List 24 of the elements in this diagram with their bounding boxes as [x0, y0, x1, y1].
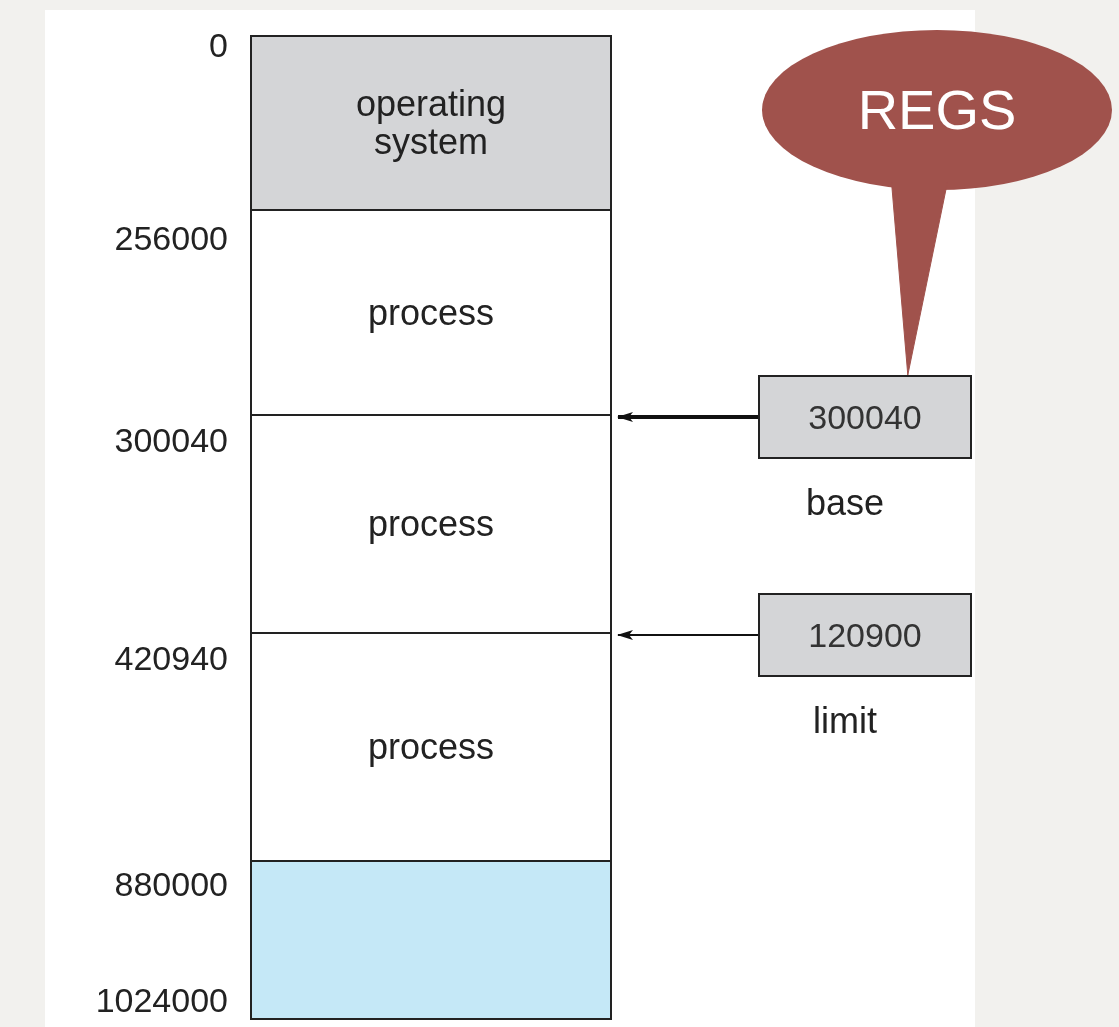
address-label: 256000	[114, 221, 228, 255]
register-box	[758, 593, 972, 677]
register-value: 120900	[808, 614, 922, 656]
address-label: 300040	[114, 423, 228, 457]
register-name: base	[804, 485, 886, 521]
memory-segment	[250, 416, 612, 634]
address-label: 420940	[114, 641, 228, 675]
memory-segment	[250, 634, 612, 862]
register-box	[758, 375, 972, 459]
arrow	[617, 412, 758, 422]
free-memory-segment	[250, 862, 612, 1020]
register-value: 300040	[808, 396, 922, 438]
memory-segment	[250, 35, 612, 211]
callout-text: REGS	[857, 77, 1017, 143]
address-label: 1024000	[95, 983, 228, 1017]
address-label: 880000	[114, 867, 228, 901]
register-name: limit	[812, 703, 878, 739]
segment-label: operating system	[354, 85, 508, 161]
memory-segment	[250, 211, 612, 416]
segment-label: process	[367, 728, 495, 766]
arrow	[617, 630, 759, 640]
segment-label: process	[367, 293, 495, 332]
address-label: 0	[209, 28, 228, 62]
segment-label: process	[367, 505, 495, 543]
